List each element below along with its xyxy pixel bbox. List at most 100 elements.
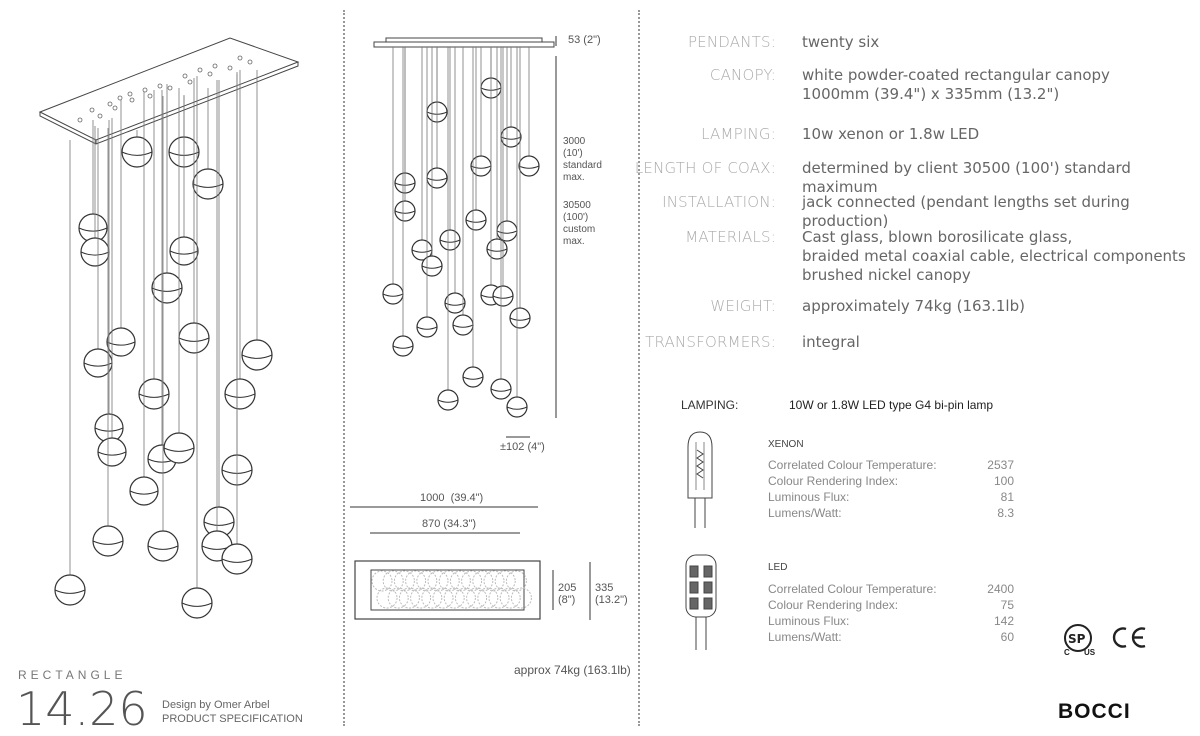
custom-length-dim: 30500 (100') custom max.	[563, 200, 596, 247]
pendant-sphere	[470, 155, 492, 177]
depth-inner-dim: 205 (8")	[558, 582, 577, 606]
xenon-spec-row: Luminous Flux: 81	[768, 489, 1014, 505]
perspective-canopy	[38, 37, 300, 145]
pendant-sphere	[147, 530, 179, 562]
spec-label: LENGTH OF COAX:	[634, 159, 776, 177]
pendant-sphere	[106, 327, 136, 357]
pendant-sphere	[452, 314, 474, 336]
standard-length-dim: 3000 (10') standard max.	[563, 136, 602, 183]
spec-value: integral	[802, 333, 860, 351]
led-lamp-icon	[685, 554, 717, 650]
perspective-pendants	[54, 55, 273, 619]
designer-credit: Design by Omer Arbel	[162, 699, 270, 711]
csa-cert-icon: SP	[1064, 624, 1092, 652]
spec-label: WEIGHT:	[710, 297, 776, 315]
led-spec-row: Colour Rendering Index: 75	[768, 597, 1014, 613]
brand-logo: BOCCI	[1058, 700, 1131, 723]
spec-value: Cast glass, blown borosilicate glass, br…	[802, 228, 1186, 284]
pendant-sphere	[178, 322, 210, 354]
pendant-sphere	[92, 525, 124, 557]
led-spec-row: Luminous Flux: 142	[768, 613, 1014, 629]
spec-number: 100	[993, 474, 1014, 488]
pendant-sphere	[490, 378, 512, 400]
depth-outer-dim: 335 (13.2")	[595, 582, 628, 606]
pendant-sphere	[138, 378, 170, 410]
spec-key: Colour Rendering Index:	[768, 474, 899, 488]
pendant-sphere	[181, 587, 213, 619]
series-name: RECTANGLE	[18, 668, 127, 682]
pendant-sphere	[500, 126, 522, 148]
pendant-sphere	[394, 200, 416, 222]
led-spec-row: Correlated Colour Temperature: 2400	[768, 581, 1014, 597]
spec-label: CANOPY:	[709, 66, 776, 84]
pendant-sphere	[224, 378, 256, 410]
product-number: 14.26	[16, 682, 148, 736]
xenon-title: XENON	[768, 439, 804, 450]
spec-number: 2537	[987, 458, 1014, 472]
pendant-sphere	[492, 285, 514, 307]
spec-number: 142	[993, 614, 1014, 628]
csa-us-mark: C US	[1064, 648, 1096, 657]
svg-text:SP: SP	[1068, 632, 1086, 646]
led-spec-row: Lumens/Watt:60	[768, 629, 1014, 645]
spec-key: Luminous Flux:	[768, 614, 850, 628]
xenon-spec-row: Correlated Colour Temperature: 2537	[768, 457, 1014, 473]
pendant-sphere	[54, 574, 86, 606]
spec-value: 10w xenon or 1.8w LED	[802, 125, 980, 143]
width-inner-dim: 870 (34.3")	[422, 518, 477, 530]
lamping-value: 10W or 1.8W LED type G4 bi-pin lamp	[789, 398, 994, 412]
spec-key: Correlated Colour Temperature:	[768, 458, 937, 472]
pendant-sphere	[462, 366, 484, 388]
pendant-sphere	[416, 316, 438, 338]
pendant-sphere	[421, 255, 443, 277]
pendant-sphere	[426, 167, 448, 189]
doc-type: PRODUCT SPECIFICATION	[162, 713, 303, 725]
spec-label: TRANSFORMERS:	[645, 333, 776, 351]
elevation-pendants	[382, 47, 540, 418]
pendant-sphere	[163, 432, 195, 464]
spec-label: LAMPING:	[701, 125, 776, 143]
pendant-sphere	[509, 307, 531, 329]
canopy-height-dim: 53 (2")	[568, 34, 601, 46]
pendant-diameter-dim: ±102 (4")	[500, 441, 545, 453]
pendant-sphere	[486, 238, 508, 260]
plan-pendant-circles	[371, 570, 532, 609]
weight-note: approx 74kg (163.1lb)	[514, 663, 631, 677]
pendant-sphere	[496, 220, 518, 242]
spec-number: 81	[1000, 490, 1014, 504]
pendant-sphere	[439, 229, 461, 251]
plan-dimensions	[350, 506, 591, 620]
elevation-canopy	[373, 37, 555, 48]
xenon-spec-row: Colour Rendering Index: 100	[768, 473, 1014, 489]
spec-key: Colour Rendering Index:	[768, 598, 899, 612]
led-title: LED	[768, 562, 788, 573]
width-outer-dim: 1000 (39.4")	[420, 492, 484, 504]
pendant-sphere	[241, 339, 273, 371]
lamping-label: LAMPING:	[681, 398, 739, 412]
spec-number: 2400	[987, 582, 1014, 596]
spec-value: twenty six	[802, 33, 880, 51]
pendant-sphere	[192, 168, 224, 200]
spec-key: Luminous Flux:	[768, 490, 850, 504]
pendant-sphere	[97, 437, 127, 467]
spec-value: white powder-coated rectangular canopy 1…	[802, 66, 1110, 103]
spec-value: approximately 74kg (163.1lb)	[802, 297, 1025, 315]
pendant-sphere	[221, 543, 253, 575]
spec-value: jack connected (pendant lengths set duri…	[802, 193, 1130, 230]
spec-label: INSTALLATION:	[662, 193, 776, 211]
spec-key: Correlated Colour Temperature:	[768, 582, 937, 596]
elevation-dimensions	[506, 36, 557, 438]
spec-number: 75	[1000, 598, 1014, 612]
pendant-sphere	[80, 237, 110, 267]
divider-left	[343, 10, 345, 726]
spec-label: PENDANTS:	[687, 33, 776, 51]
pendant-sphere	[518, 155, 540, 177]
pendant-sphere	[506, 396, 528, 418]
pendant-sphere	[392, 335, 414, 357]
pendant-sphere	[121, 136, 153, 168]
xenon-lamp-icon	[687, 431, 713, 528]
divider-right	[638, 10, 640, 726]
spec-key: Lumens/Watt:	[768, 630, 842, 644]
plan-canopy	[354, 560, 541, 620]
